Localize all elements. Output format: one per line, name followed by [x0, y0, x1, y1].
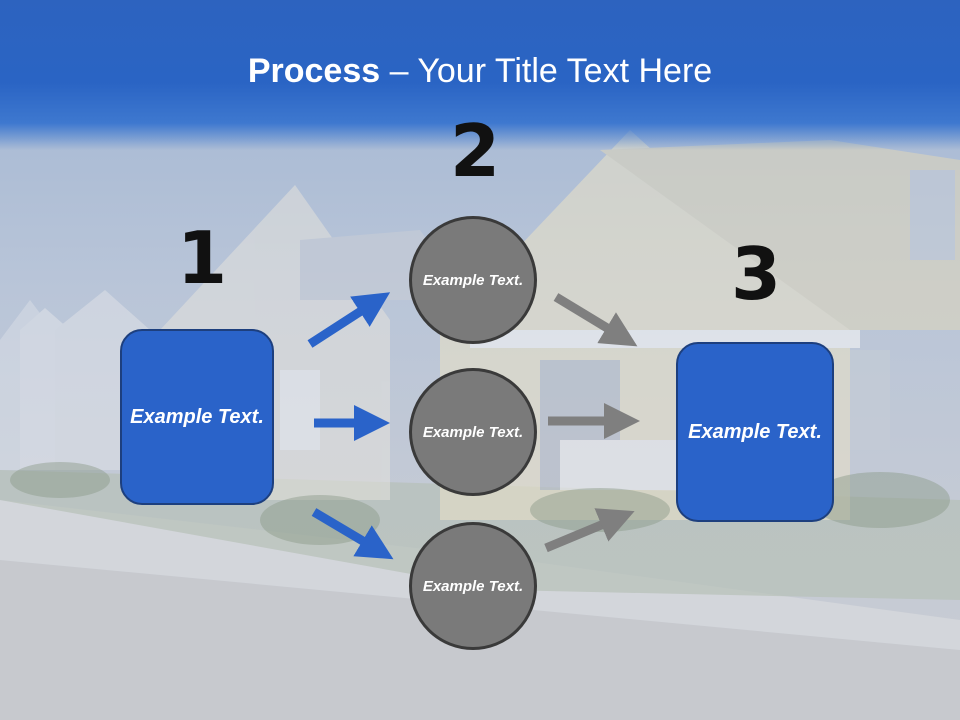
circle-3-label: Example Text.: [422, 577, 524, 595]
step-number-3: 3: [731, 232, 782, 316]
slide-title: Process – Your Title Text Here: [0, 52, 960, 91]
arrow-from-circle-1: [553, 293, 638, 347]
circle-node-3[interactable]: Example Text.: [409, 522, 537, 650]
title-bold: Process: [247, 52, 381, 90]
arrow-from-circle-3: [544, 508, 635, 553]
circle-node-1[interactable]: Example Text.: [409, 216, 537, 344]
step-number-1: 1: [177, 216, 228, 300]
right-process-box[interactable]: Example Text.: [676, 342, 834, 522]
left-box-label: Example Text.: [130, 405, 264, 428]
circle-1-label: Example Text.: [422, 271, 524, 289]
circle-2-label: Example Text.: [422, 423, 524, 441]
title-band: [0, 0, 960, 150]
circle-node-2[interactable]: Example Text.: [409, 368, 537, 496]
title-rest: – Your Title Text Here: [380, 52, 713, 90]
arrow-to-circle-1: [307, 292, 391, 348]
step-number-2: 2: [450, 109, 501, 193]
arrow-to-circle-3: [311, 508, 394, 560]
right-box-label: Example Text.: [688, 420, 822, 443]
left-process-box[interactable]: Example Text.: [120, 329, 274, 505]
